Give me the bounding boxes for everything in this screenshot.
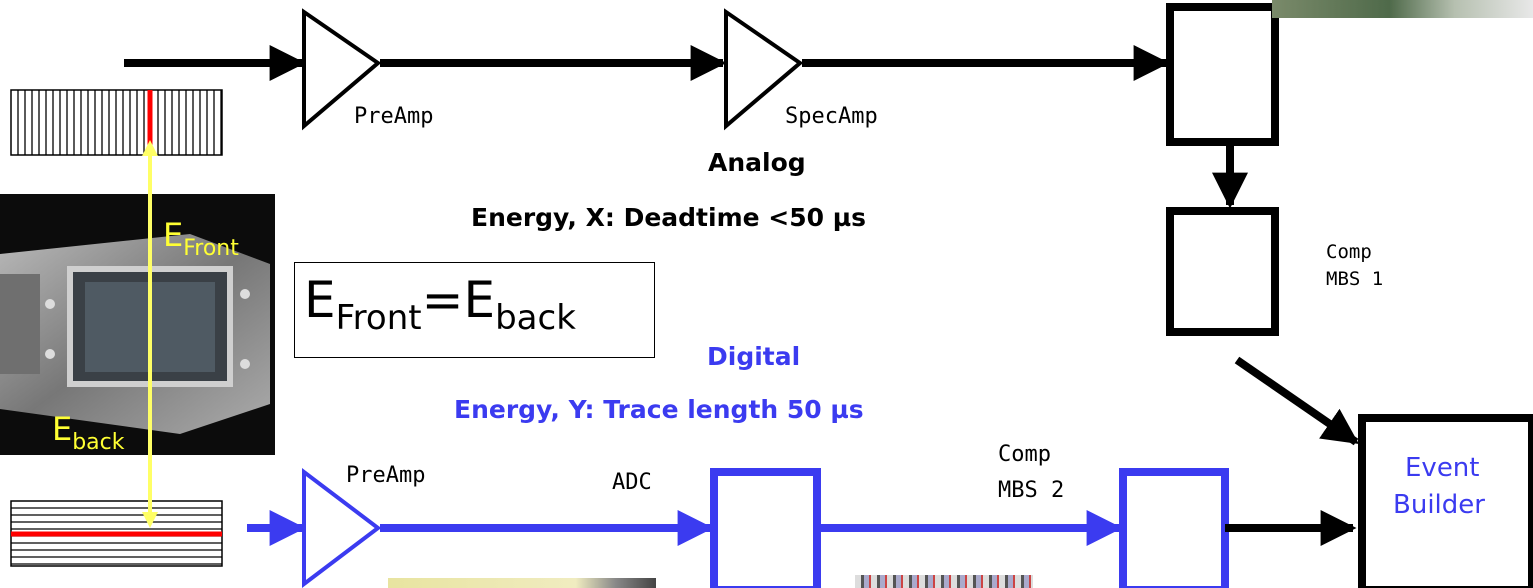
- digital-adc-box: [710, 468, 821, 588]
- comp-mbs1-label-line2: MBS 1: [1326, 268, 1384, 290]
- analog-adc-box: [1166, 3, 1279, 146]
- digital-preamp-label: PreAmp: [346, 463, 426, 488]
- analog-specamp-triangle: [724, 8, 804, 131]
- digital-title: Digital: [707, 342, 801, 371]
- comp-mbs2-box: [1119, 468, 1229, 588]
- event-builder-label-line2: Builder: [1393, 490, 1485, 520]
- digital-adc-label: ADC: [612, 470, 652, 495]
- digital-preamp-triangle: [302, 467, 382, 588]
- comp-mbs2-label-line1: Comp: [998, 442, 1051, 467]
- digital-subtitle: Energy, Y: Trace length 50 µs: [454, 395, 864, 424]
- analog-subtitle: Energy, X: Deadtime <50 µs: [471, 203, 867, 232]
- comp-mbs1-to-event-builder-arrow: [1234, 356, 1359, 446]
- analog-chain: [124, 3, 1359, 446]
- comp-mbs1-label-line1: Comp: [1326, 241, 1372, 263]
- adc-module-photo: [388, 578, 656, 588]
- cable-rack-photo: [855, 575, 1033, 588]
- analog-title: Analog: [708, 148, 806, 177]
- e-front-label: EFront: [163, 216, 239, 261]
- analog-specamp-label: SpecAmp: [785, 104, 878, 129]
- electronics-photo: [1272, 0, 1533, 18]
- digital-chain: [247, 467, 1357, 588]
- energy-equation-box: EFront=Eback: [294, 262, 655, 358]
- event-builder-box: [1358, 414, 1533, 588]
- analog-preamp-triangle: [302, 8, 382, 131]
- e-back-label: Eback: [52, 410, 125, 455]
- analog-preamp-label: PreAmp: [354, 104, 434, 129]
- event-builder-label-line1: Event: [1405, 453, 1480, 483]
- back-strip-detector: [10, 500, 223, 567]
- front-strip-detector: [10, 89, 223, 156]
- comp-mbs1-box: [1166, 207, 1279, 336]
- comp-mbs2-label-line2: MBS 2: [998, 478, 1065, 503]
